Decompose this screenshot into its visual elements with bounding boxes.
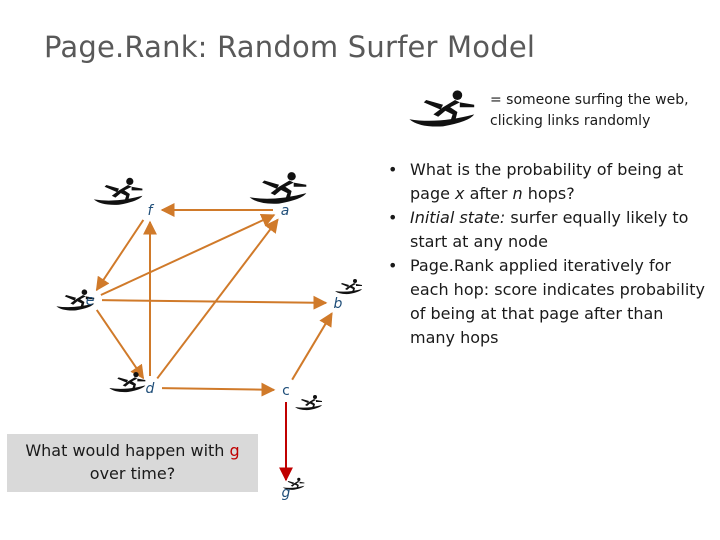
bullet-text: Initial state: xyxy=(410,208,506,227)
node-a: a xyxy=(281,203,290,219)
bullet-text: n xyxy=(512,184,523,203)
node-b: b xyxy=(334,296,343,312)
question-box: What would happen with g over time? xyxy=(7,434,258,492)
surfer-icon xyxy=(409,90,475,127)
surfer-icon xyxy=(295,395,322,411)
legend-line-1: = someone surfing the web, xyxy=(490,92,689,108)
surfer-icon xyxy=(109,372,146,393)
edge-e-to-b xyxy=(101,295,328,310)
surfer-icon xyxy=(335,279,362,295)
bullet-text: hops? xyxy=(522,184,575,203)
edge-f-to-e xyxy=(95,219,145,292)
bullet-text: x xyxy=(455,184,465,203)
bullet-item: Initial state: surfer equally likely to … xyxy=(382,206,712,254)
bullet-text: Page.Rank applied iteratively for each h… xyxy=(410,256,706,347)
surfer-icon xyxy=(249,172,307,204)
question-text-after: over time? xyxy=(89,464,176,483)
node-g: g xyxy=(282,485,291,501)
edge-c-to-b xyxy=(291,312,333,381)
node-c: c xyxy=(282,383,290,399)
edge-e-to-a xyxy=(100,213,276,296)
bullet-text: after xyxy=(464,184,513,203)
bullet-text: surfer equally likely to start at any no… xyxy=(410,208,689,251)
node-e: e xyxy=(86,293,95,309)
slide-title: Page.Rank: Random Surfer Model xyxy=(44,30,536,64)
bullet-item: What is the probability of being at page… xyxy=(382,158,712,206)
legend-description: = someone surfing the web, clicking link… xyxy=(490,90,689,132)
surfer-icon xyxy=(93,177,143,205)
bullet-text: What is the probability of being at page xyxy=(410,160,684,203)
edge-d-to-c xyxy=(161,382,276,397)
question-highlight: g xyxy=(229,441,240,460)
node-d: d xyxy=(146,381,155,397)
node-f: f xyxy=(148,203,155,219)
edge-e-to-d xyxy=(95,309,145,380)
bullet-item: Page.Rank applied iteratively for each h… xyxy=(382,254,712,350)
edge-d-to-a xyxy=(156,218,279,380)
question-text-before: What would happen with xyxy=(25,441,230,460)
legend-line-2: clicking links randomly xyxy=(490,113,651,129)
bullet-list: What is the probability of being at page… xyxy=(382,158,712,350)
